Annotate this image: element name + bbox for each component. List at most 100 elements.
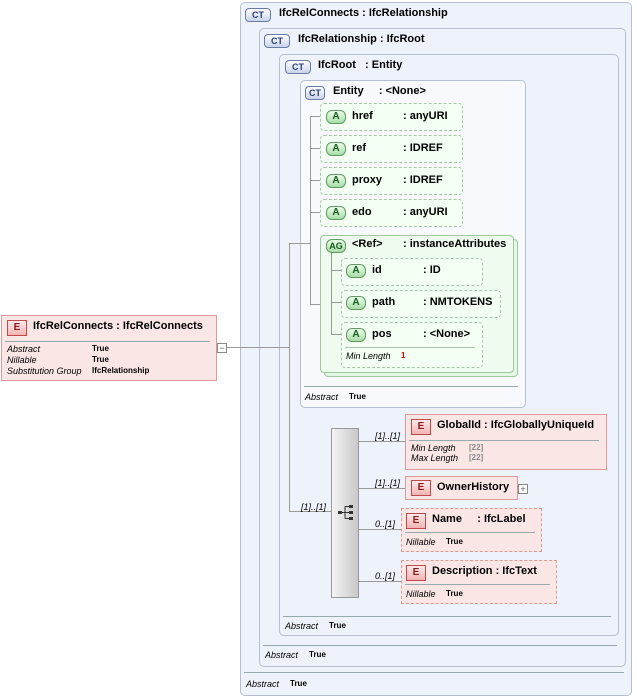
element-description[interactable] <box>401 560 557 604</box>
element-ownerhistory-title: OwnerHistory <box>437 481 510 493</box>
attribute-icon: A <box>346 328 366 342</box>
connector-line <box>289 243 290 512</box>
root-prop-key: Abstract <box>7 344 41 354</box>
attribute-name: edo <box>352 206 372 218</box>
root-prop-value: True <box>92 355 109 364</box>
connector-line <box>359 441 405 442</box>
attribute-icon: A <box>326 110 346 124</box>
ct-badge-icon: CT <box>285 60 311 74</box>
element-prop-key: Nillable <box>406 589 436 599</box>
element-globalid[interactable] <box>405 414 607 470</box>
ct-entity-abstract-key: Abstract <box>305 392 339 402</box>
attribute-type: : ID <box>423 264 441 276</box>
ct-entity-title: Entity : <None> <box>333 85 426 97</box>
attribute-icon: A <box>326 174 346 188</box>
element-prop-key: Min Length <box>411 443 456 453</box>
ct-ifcrelconnects-abstract-key: Abstract <box>246 679 280 689</box>
connector-line <box>359 529 401 530</box>
child-multiplicity: 0..[1] <box>375 571 396 581</box>
ct-ifcrelationship-title: IfcRelationship : IfcRoot <box>298 33 425 45</box>
connector-line <box>310 180 322 181</box>
attribute-icon: A <box>346 296 366 310</box>
ct-badge-icon: CT <box>305 86 325 100</box>
element-prop-value: [22] <box>469 443 484 452</box>
attribute-type: : IDREF <box>403 142 443 154</box>
attribute-name: proxy <box>352 174 382 186</box>
element-icon: E <box>406 565 426 581</box>
ct-ifcrelconnects-abstract-value: True <box>290 679 307 688</box>
root-prop-key: Nillable <box>7 355 37 365</box>
sequence-icon <box>338 505 353 520</box>
divider <box>405 532 535 533</box>
connector-line <box>310 148 322 149</box>
attribute-path[interactable] <box>341 290 501 318</box>
divider <box>263 645 617 646</box>
connector-line <box>331 302 342 303</box>
connector-line <box>359 488 405 489</box>
divider <box>405 584 550 585</box>
root-prop-value: IfcRelationship <box>92 366 150 375</box>
attribute-type: : NMTOKENS <box>423 296 493 308</box>
element-icon: E <box>411 419 431 435</box>
divider <box>5 341 210 342</box>
element-globalid-title: GlobalId : IfcGloballyUniqueId <box>437 419 595 431</box>
connector-line <box>289 243 311 244</box>
element-prop-value: True <box>446 537 463 546</box>
ct-ifcrelationship-abstract-value: True <box>309 650 326 659</box>
attribute-icon: A <box>326 206 346 220</box>
connector-line <box>310 304 322 305</box>
attribute-pos-minlength-key: Min Length <box>346 351 391 361</box>
connector-line <box>289 511 331 512</box>
element-name-title: Name : IfcLabel <box>432 513 526 525</box>
attribute-type: : IDREF <box>403 174 443 186</box>
ct-entity-abstract-value: True <box>349 392 366 401</box>
divider <box>283 616 611 617</box>
ct-ifcrelationship-abstract-key: Abstract <box>265 650 299 660</box>
attribute-icon: A <box>346 264 366 278</box>
connector-line <box>310 116 322 117</box>
attribute-icon: A <box>326 142 346 156</box>
element-description-title: Description : IfcText <box>432 565 537 577</box>
attribute-group-icon: AG <box>326 239 346 253</box>
collapse-toggle-icon[interactable]: − <box>217 343 227 353</box>
connector-line <box>359 581 401 582</box>
sequence-multiplicity: [1]..[1] <box>301 502 327 512</box>
attribute-group-name: <Ref> <box>352 238 383 250</box>
connector-line <box>331 253 332 335</box>
expand-toggle-icon[interactable]: + <box>518 484 528 494</box>
root-prop-value: True <box>92 344 109 353</box>
attribute-pos-minlength-value: 1 <box>401 351 406 360</box>
ct-ifcroot-abstract-value: True <box>329 621 346 630</box>
element-icon: E <box>7 320 27 336</box>
divider <box>244 672 624 673</box>
ct-ifcrelconnects-title: IfcRelConnects : IfcRelationship <box>279 7 448 19</box>
element-prop-key: Max Length <box>411 453 459 463</box>
child-multiplicity: [1]..[1] <box>375 431 401 441</box>
attribute-name: href <box>352 110 373 122</box>
connector-line <box>310 212 322 213</box>
attribute-type: : <None> <box>423 328 471 340</box>
attribute-name: pos <box>372 328 392 340</box>
root-prop-key: Substitution Group <box>7 366 82 376</box>
child-multiplicity: 0..[1] <box>375 519 396 529</box>
attribute-name: path <box>372 296 396 308</box>
attribute-group-type: : instanceAttributes <box>403 238 507 250</box>
ct-ifcroot-abstract-key: Abstract <box>285 621 319 631</box>
attribute-type: : anyURI <box>403 110 448 122</box>
element-prop-key: Nillable <box>406 537 436 547</box>
connector-line <box>227 347 289 348</box>
root-element-ifcrelconnects[interactable] <box>1 315 217 381</box>
connector-line <box>331 334 342 335</box>
ct-ifcroot-title: IfcRoot : Entity <box>318 59 403 71</box>
child-multiplicity: [1]..[1] <box>375 478 401 488</box>
element-icon: E <box>411 480 431 496</box>
element-icon: E <box>406 513 426 529</box>
attribute-type: : anyURI <box>403 206 448 218</box>
attribute-name: ref <box>352 142 367 154</box>
root-element-title: IfcRelConnects : IfcRelConnects <box>33 320 203 332</box>
element-prop-value: [22] <box>469 453 484 462</box>
connector-line <box>331 270 342 271</box>
divider <box>304 386 518 387</box>
attribute-name: id <box>372 264 382 276</box>
connector-line <box>310 116 311 305</box>
